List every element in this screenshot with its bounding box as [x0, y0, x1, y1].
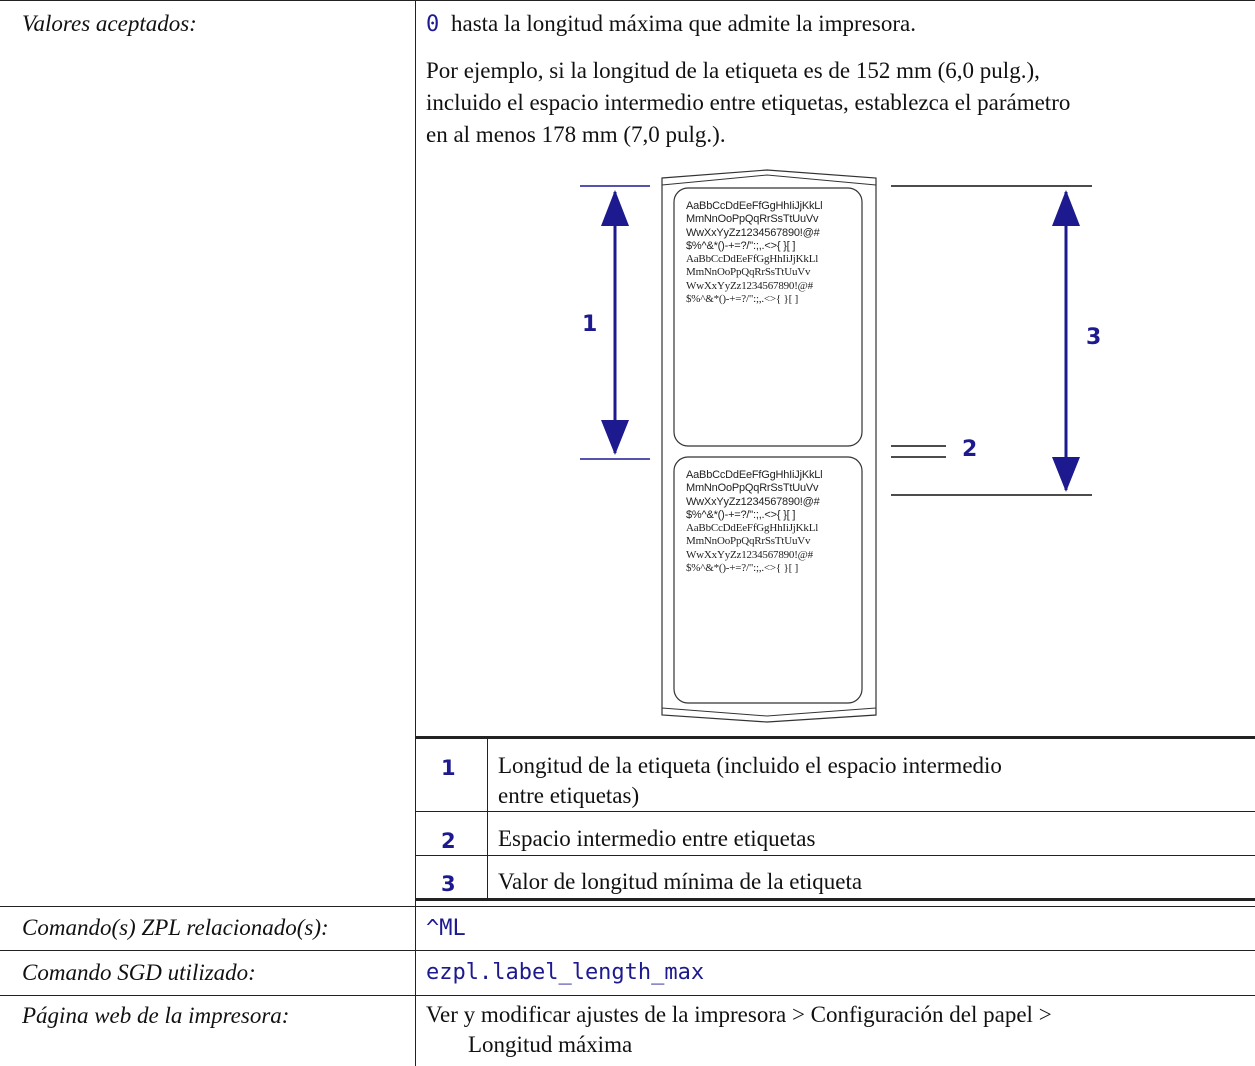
legend-column-divider [487, 739, 488, 898]
callout-2: 2 [962, 437, 978, 462]
printer-webpage-path-line-1: Ver y modificar ajustes de la impresora … [426, 1002, 1052, 1027]
callout-1: 1 [582, 312, 598, 337]
zpl-command-label: Comando(s) ZPL relacionado(s): [22, 915, 329, 940]
row-divider [0, 950, 1255, 951]
example-line-2: incluido el espacio intermedio entre eti… [426, 90, 1071, 115]
arrowhead-3-up [1052, 190, 1080, 226]
legend-num-2: 2 [441, 829, 456, 853]
label-1-sample-text: AaBbCcDdEeFfGgHhIiJjKkLl MmNnOoPpQqRrSsT… [686, 200, 823, 306]
row-divider [0, 995, 1255, 996]
accepted-value-code: 0 [426, 12, 440, 37]
legend-num-1: 1 [441, 756, 456, 780]
arrowhead-1-up [601, 190, 629, 226]
legend-bottom-rule [415, 898, 1255, 901]
example-line-3: en al menos 178 mm (7,0 pulg.). [426, 122, 726, 147]
liner-tear-bottom [661, 707, 877, 717]
label-2-sample-text: AaBbCcDdEeFfGgHhIiJjKkLl MmNnOoPpQqRrSsT… [686, 469, 823, 575]
legend-top-rule [415, 736, 1255, 739]
legend-text-1-line-1: Longitud de la etiqueta (incluido el esp… [498, 753, 1002, 778]
accepted-values-label: Valores aceptados: [22, 11, 197, 36]
row-divider [0, 0, 1255, 1]
liner-tear-top [661, 174, 877, 186]
row-divider [0, 906, 1255, 907]
legend-text-3: Valor de longitud mínima de la etiqueta [498, 869, 863, 894]
legend-row-rule [415, 811, 1255, 812]
label-2 [673, 456, 863, 704]
printer-webpage-path-line-2: Longitud máxima [468, 1032, 633, 1057]
legend-text-1-line-2: entre etiquetas) [498, 783, 640, 808]
legend-row-rule [415, 855, 1255, 856]
arrowhead-3-down [1052, 457, 1080, 492]
legend-num-3: 3 [441, 872, 456, 896]
example-line-1: Por ejemplo, si la longitud de la etique… [426, 58, 1040, 83]
column-divider [415, 0, 416, 1066]
sgd-command-label: Comando SGD utilizado: [22, 960, 256, 985]
arrowhead-1-down [601, 420, 629, 455]
zpl-command-value: ^ML [426, 916, 466, 941]
legend-text-2: Espacio intermedio entre etiquetas [498, 826, 816, 851]
accepted-value-text: hasta la longitud máxima que admite la i… [451, 11, 916, 36]
callout-3: 3 [1086, 325, 1102, 350]
label-1 [673, 187, 863, 447]
printer-webpage-label: Página web de la impresora: [22, 1003, 290, 1028]
label-length-diagram [580, 169, 1092, 723]
sgd-command-value: ezpl.label_length_max [426, 960, 705, 985]
liner-paper [661, 169, 877, 723]
